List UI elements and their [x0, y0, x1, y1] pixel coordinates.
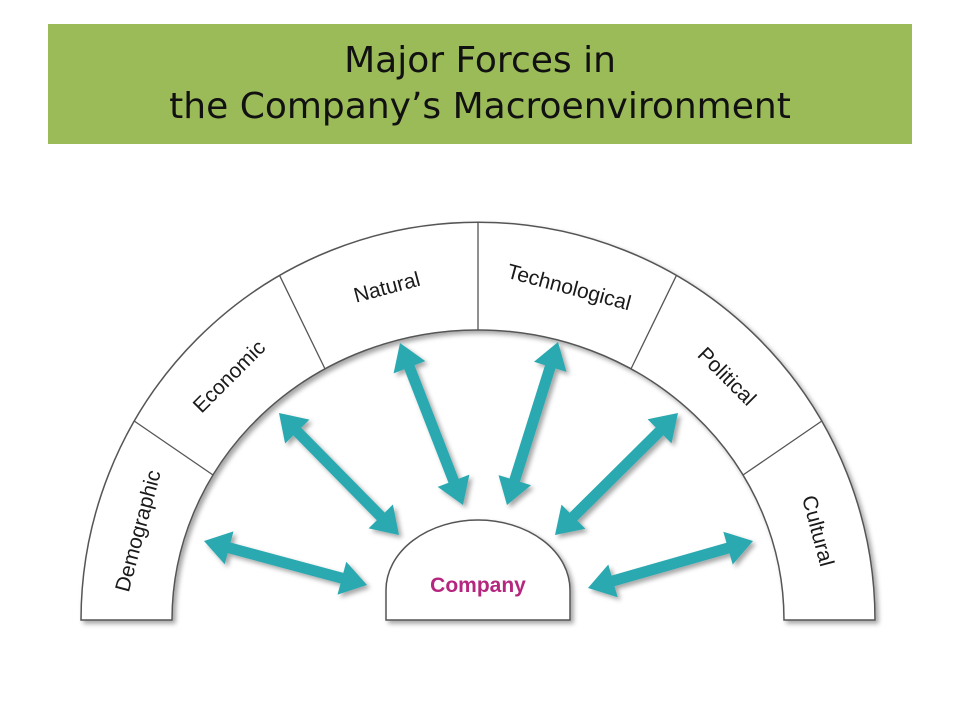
title-line-1: Major Forces in — [344, 40, 616, 81]
company-label: Company — [430, 574, 526, 597]
segment-divider — [133, 420, 214, 476]
double-arrow-natural — [393, 343, 470, 505]
segment-divider — [742, 420, 823, 476]
double-arrow-demographic — [204, 531, 367, 595]
segment-divider — [630, 275, 678, 370]
forces-band — [80, 221, 876, 621]
double-arrow-economic — [279, 413, 399, 535]
company-shape — [385, 519, 571, 621]
title-banner: Major Forces in the Company’s Macroenvir… — [48, 24, 912, 144]
double-arrow-technological — [498, 342, 567, 505]
company-node: Company — [385, 519, 571, 621]
arrows-group — [204, 342, 753, 598]
title-line-2: the Company’s Macroenvironment — [169, 86, 791, 127]
segment-divider — [278, 275, 326, 370]
double-arrow-political — [555, 413, 678, 535]
double-arrow-cultural — [588, 531, 753, 598]
